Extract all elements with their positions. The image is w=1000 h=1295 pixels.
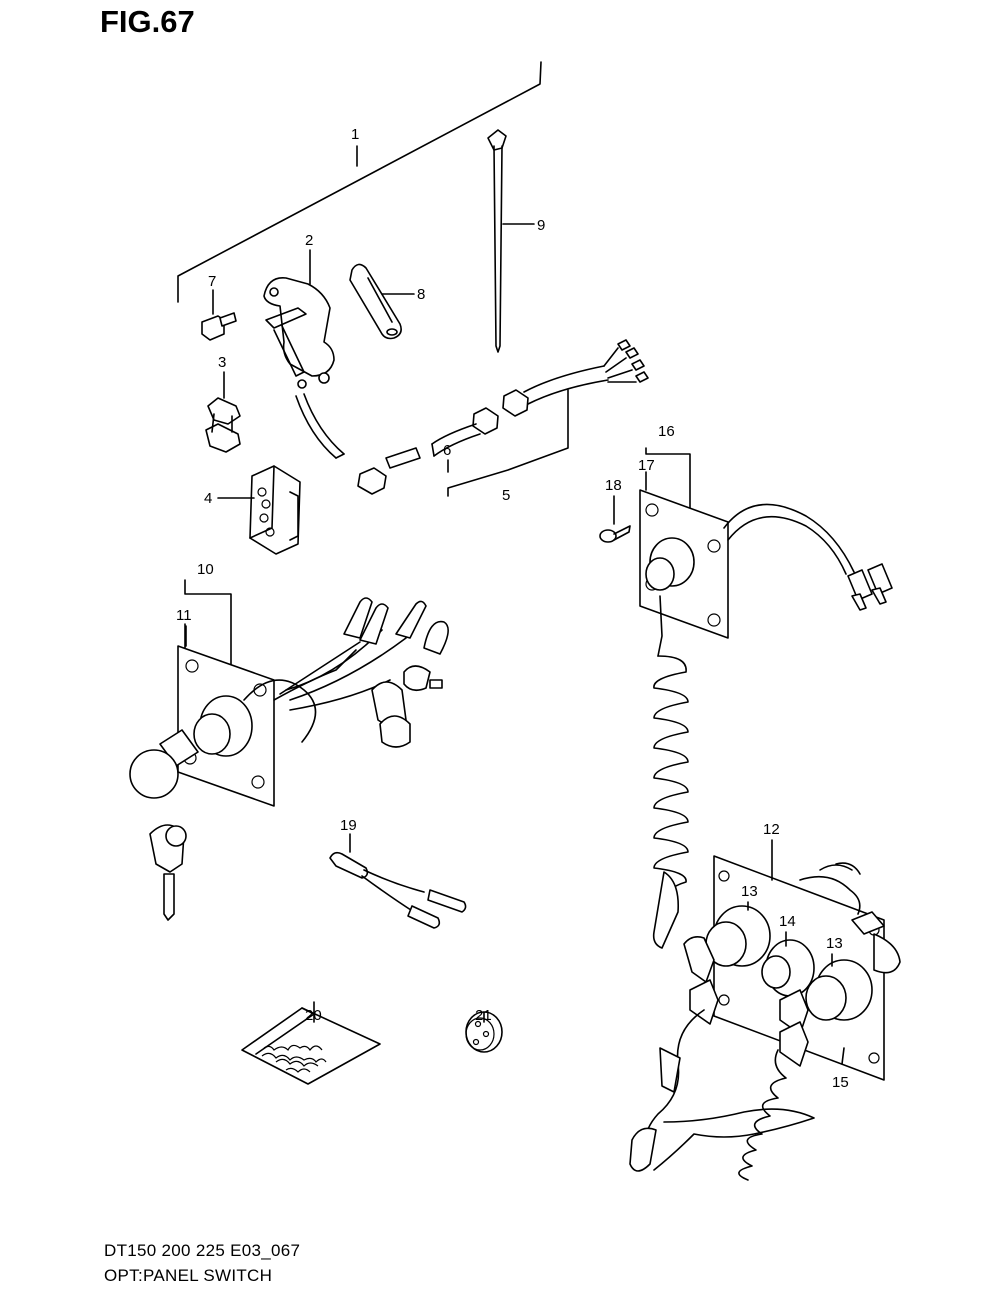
part-stop-switch-17 (639, 489, 893, 949)
part-cable-tie-9 (487, 129, 535, 353)
callout-labels: 1 2 3 4 5 6 7 8 9 10 11 12 13 13 14 15 1… (176, 126, 849, 1091)
part-harness-6 (357, 447, 449, 495)
callout-14: 14 (779, 913, 796, 930)
callout-11: 11 (176, 607, 192, 624)
part-clip-3 (205, 371, 241, 453)
callout-12: 12 (763, 821, 780, 838)
part-connector-block-4 (217, 465, 301, 555)
callout-3: 3 (218, 354, 226, 371)
callout-6: 6 (443, 442, 451, 459)
part-lead-19 (329, 833, 467, 929)
footer-section-name: OPT:PANEL SWITCH (104, 1266, 273, 1285)
callout-1: 1 (351, 126, 359, 143)
footer-model-code: DT150 200 225 E03_067 (104, 1241, 301, 1260)
callout-19: 19 (340, 817, 357, 834)
part-pouch-20 (241, 1001, 381, 1085)
callout-16: 16 (658, 423, 675, 440)
callout-13-left: 13 (741, 883, 758, 900)
part-sleeve-8 (349, 263, 415, 340)
callout-20: 20 (305, 1007, 322, 1024)
callout-8: 8 (417, 286, 425, 303)
callout-18: 18 (605, 477, 622, 494)
callout-7: 7 (208, 273, 216, 290)
part-harness-5 (431, 339, 649, 497)
callout-2: 2 (305, 232, 313, 249)
callout-15: 15 (832, 1074, 849, 1091)
part-bolt-7 (201, 289, 237, 341)
callout-21: 21 (475, 1007, 492, 1024)
part-screw-18 (599, 495, 631, 543)
callout-17: 17 (638, 457, 655, 474)
callout-13-right: 13 (826, 935, 843, 952)
callout-10: 10 (197, 561, 214, 578)
bracket-1 (177, 61, 542, 303)
callout-9: 9 (537, 217, 545, 234)
part-lever-2 (263, 249, 345, 459)
callout-leaders-extra (747, 901, 845, 1065)
part-ignition-switch-11 (129, 597, 449, 921)
figure-title: FIG.67 (100, 4, 195, 39)
bracket-10 (184, 579, 232, 671)
part-grommet-21 (465, 1011, 503, 1053)
part-dual-panel-12 (629, 839, 901, 1181)
bracket-16 (645, 447, 691, 509)
callout-4: 4 (204, 490, 212, 507)
callout-5: 5 (502, 487, 510, 504)
